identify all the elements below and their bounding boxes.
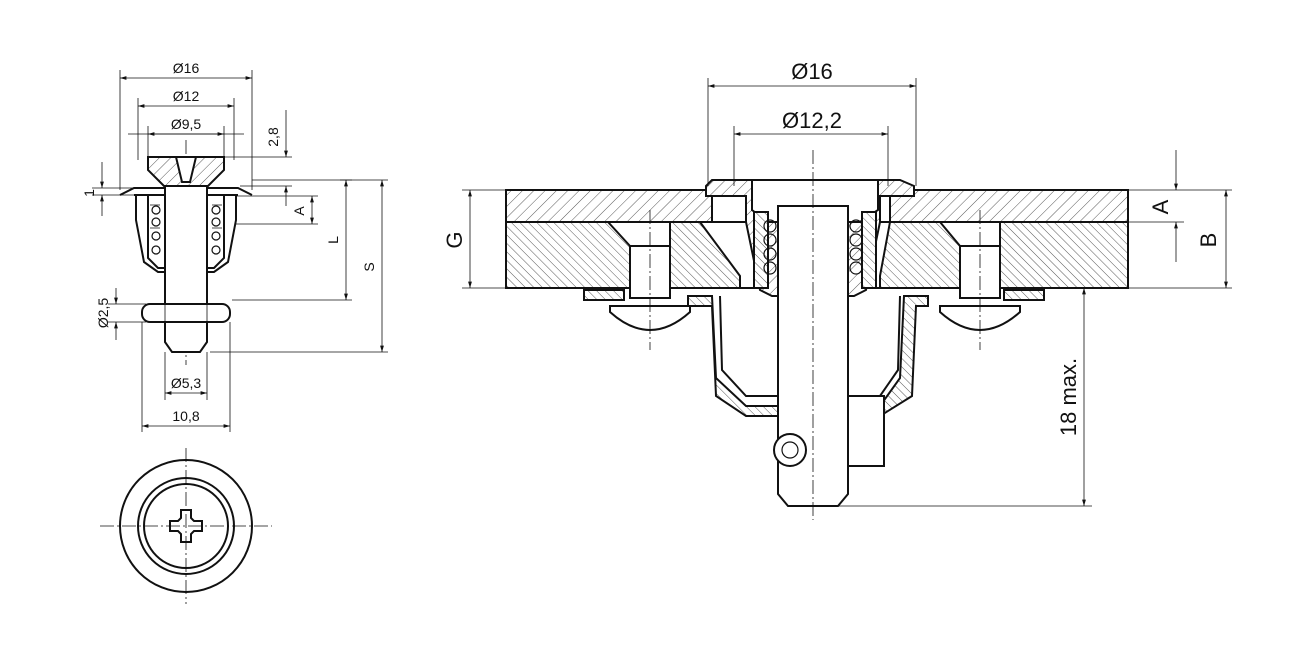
- right-dim-B: B: [1196, 233, 1221, 248]
- right-dim-A: A: [1148, 199, 1173, 214]
- left-dim-1: 1: [81, 189, 97, 197]
- left-dim-L: L: [325, 236, 341, 244]
- right-dim-G: G: [442, 231, 467, 248]
- left-dim-d5-3: Ø5,3: [171, 375, 202, 391]
- left-dim-d16: Ø16: [173, 60, 200, 76]
- right-dim-d12-2: Ø12,2: [782, 108, 842, 133]
- right-dim-18max: 18 max.: [1056, 358, 1081, 436]
- left-dim-2-8: 2,8: [265, 127, 281, 147]
- left-dim-A: A: [291, 206, 307, 216]
- side-view-fastener: Ø16 Ø12 Ø9,5 2,8 1 A L: [81, 60, 388, 432]
- section-view-assembly: Ø16 Ø12,2 G A B 18 max.: [442, 59, 1232, 520]
- left-dim-d9-5: Ø9,5: [171, 116, 202, 132]
- left-dim-d12: Ø12: [173, 88, 200, 104]
- phillips-cross-icon: [169, 509, 203, 543]
- left-dim-10-8: 10,8: [172, 408, 199, 424]
- left-dim-S: S: [361, 262, 377, 271]
- top-view-fastener: [100, 448, 272, 604]
- left-dim-d2-5: Ø2,5: [95, 298, 111, 329]
- right-dim-d16: Ø16: [791, 59, 833, 84]
